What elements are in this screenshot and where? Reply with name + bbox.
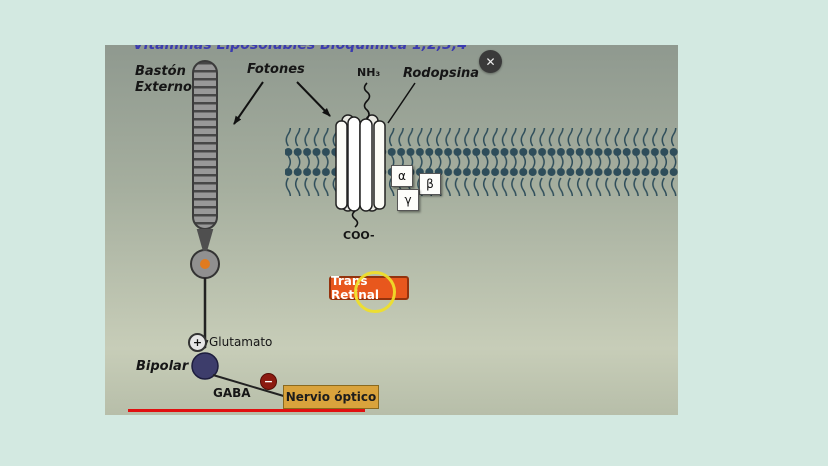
photons-label: Fotones bbox=[247, 62, 305, 77]
g-beta-subunit: β bbox=[419, 173, 441, 195]
g-alpha-subunit: α bbox=[391, 165, 413, 187]
close-button[interactable]: ✕ bbox=[479, 50, 502, 73]
optic-nerve-label: Nervio óptico bbox=[285, 390, 377, 404]
g-gamma-label: γ bbox=[404, 193, 412, 207]
rhodopsin-protein bbox=[335, 114, 386, 212]
c-terminus-squiggle bbox=[351, 210, 359, 228]
gaba-label: GABA bbox=[213, 386, 251, 400]
plus-sign-badge: + bbox=[188, 333, 207, 352]
rhodopsin-pointer-line bbox=[387, 82, 416, 124]
progress-underline bbox=[128, 409, 365, 412]
rod-label: Bastón Externo bbox=[135, 64, 192, 97]
coo-label: COO- bbox=[343, 229, 375, 242]
photon-arrows bbox=[233, 81, 331, 125]
glutamate-label: Glutamato bbox=[209, 335, 273, 349]
phototransduction-diagram-canvas bbox=[190, 81, 678, 398]
g-gamma-subunit: γ bbox=[397, 189, 419, 211]
rod-outer-segment bbox=[192, 60, 218, 230]
rod-label-line1: Bastón bbox=[135, 64, 186, 79]
minus-sign-badge: − bbox=[260, 373, 277, 390]
close-icon: ✕ bbox=[485, 54, 496, 69]
slide-frame: Vitaminas Liposolubles Bioquímica 1,2,3,… bbox=[105, 45, 678, 415]
n-terminus-squiggle bbox=[363, 82, 371, 120]
g-alpha-label: α bbox=[398, 169, 406, 183]
rod-cell-body bbox=[190, 249, 220, 279]
trans-retinal-button[interactable]: Trans Retinal bbox=[329, 274, 409, 302]
cropped-slide-title: Vitaminas Liposolubles Bioquímica 1,2,3,… bbox=[133, 45, 467, 53]
minus-sign: − bbox=[263, 375, 274, 388]
g-beta-label: β bbox=[426, 177, 434, 191]
bipolar-cell bbox=[191, 352, 219, 380]
bipolar-label: Bipolar bbox=[136, 359, 189, 374]
rod-label-line2: Externo bbox=[135, 80, 192, 96]
optic-nerve-box: Nervio óptico bbox=[283, 385, 379, 409]
rhodopsin-label: Rodopsina bbox=[403, 66, 480, 81]
nh3-label: NH₃ bbox=[357, 66, 381, 79]
trans-retinal-label: Trans Retinal bbox=[331, 274, 379, 302]
optic-nerve-line bbox=[212, 374, 288, 398]
plus-sign: + bbox=[192, 336, 203, 349]
nucleus bbox=[200, 259, 210, 269]
